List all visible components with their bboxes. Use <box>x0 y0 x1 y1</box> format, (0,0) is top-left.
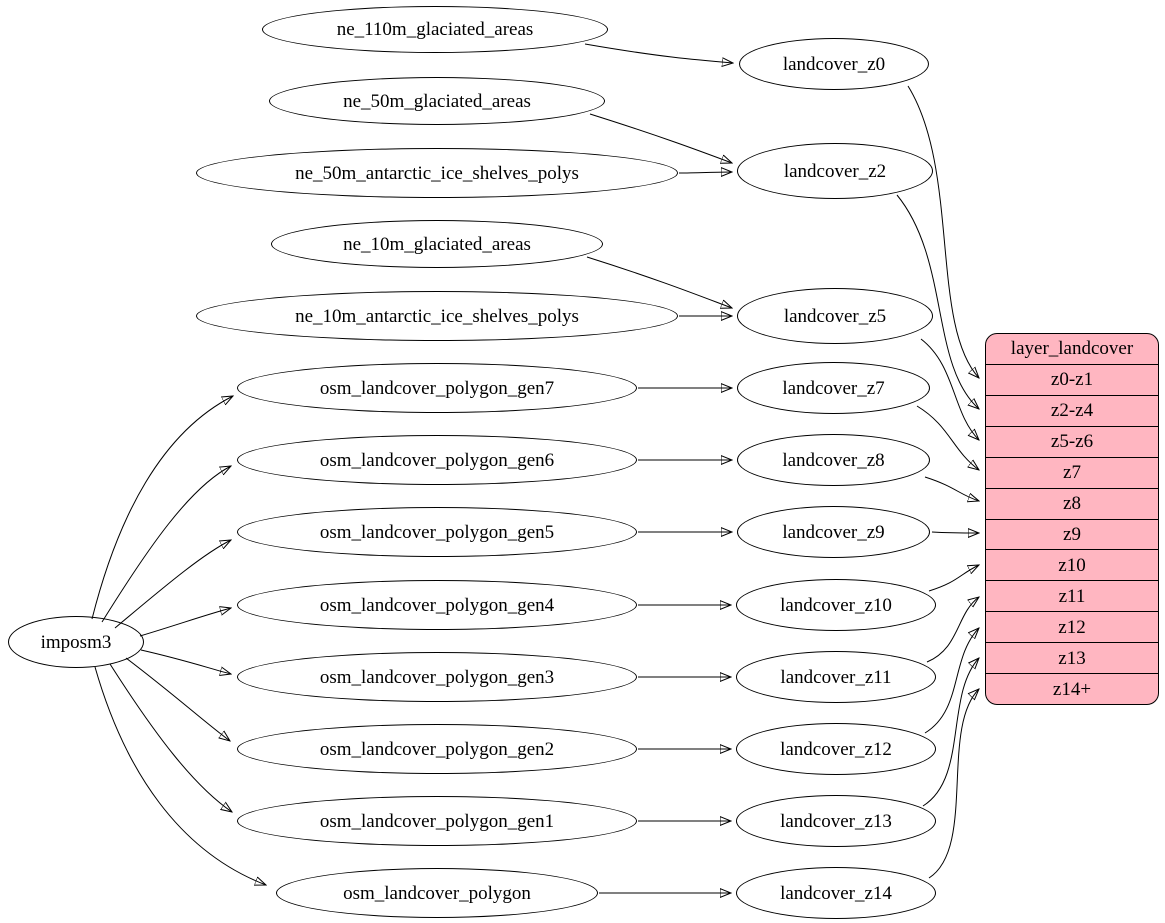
edge-imposm3-osm_landcover_polygon_gen4 <box>139 608 231 637</box>
node-osm_landcover_polygon_gen4: osm_landcover_polygon_gen4 <box>237 580 637 630</box>
record-row-z5-z6: z5-z6 <box>986 425 1158 457</box>
edge-landcover_z0-row-z0-z1 <box>907 85 979 378</box>
record-row-z11: z11 <box>986 580 1158 611</box>
edge-imposm3-osm_landcover_polygon_gen6 <box>101 466 231 623</box>
node-landcover_z8: landcover_z8 <box>737 434 930 486</box>
edge-imposm3-osm_landcover_polygon_gen7 <box>91 396 233 620</box>
edge-imposm3-osm_landcover_polygon <box>94 666 266 885</box>
node-osm_landcover_polygon_gen7: osm_landcover_polygon_gen7 <box>237 363 637 413</box>
node-layer_landcover-record: layer_landcover z0-z1 z2-z4 z5-z6 z7 z8 … <box>985 333 1159 705</box>
node-osm_landcover_polygon_gen6: osm_landcover_polygon_gen6 <box>237 435 637 485</box>
node-imposm3: imposm3 <box>8 616 144 668</box>
record-row-z14plus: z14+ <box>986 673 1158 704</box>
record-row-z10: z10 <box>986 549 1158 580</box>
record-row-z12: z12 <box>986 611 1158 642</box>
record-row-z7: z7 <box>986 456 1158 488</box>
node-landcover_z0: landcover_z0 <box>739 38 929 90</box>
node-osm_landcover_polygon: osm_landcover_polygon <box>276 868 598 918</box>
record-row-z0-z1: z0-z1 <box>986 363 1158 395</box>
node-landcover_z12: landcover_z12 <box>736 723 936 775</box>
record-title: layer_landcover <box>1010 338 1134 360</box>
edge-imposm3-osm_landcover_polygon_gen5 <box>114 540 231 629</box>
node-landcover_z2: landcover_z2 <box>737 143 933 199</box>
edge-landcover_z8-row-z8 <box>924 476 979 501</box>
node-landcover_z10: landcover_z10 <box>736 579 936 631</box>
record-row-z13: z13 <box>986 642 1158 673</box>
node-landcover_z5: landcover_z5 <box>737 288 933 344</box>
node-landcover_z14: landcover_z14 <box>736 867 936 919</box>
edge-imposm3-osm_landcover_polygon_gen2 <box>125 657 230 741</box>
edge-landcover_z10-row-z10 <box>928 565 979 592</box>
edge-imposm3-osm_landcover_polygon_gen3 <box>140 649 231 674</box>
node-ne_10m_antarctic_ice_shelves_polys: ne_10m_antarctic_ice_shelves_polys <box>196 291 678 341</box>
node-landcover_z9: landcover_z9 <box>737 506 930 558</box>
node-ne_10m_glaciated_areas: ne_10m_glaciated_areas <box>271 220 603 268</box>
edge-landcover_z9-row-z9 <box>931 532 979 533</box>
node-landcover_z11: landcover_z11 <box>736 651 936 703</box>
node-osm_landcover_polygon_gen5: osm_landcover_polygon_gen5 <box>237 507 637 557</box>
edge-ne_110m_glaciated_areas-landcover_z0 <box>584 43 733 63</box>
record-row-z9: z9 <box>986 518 1158 550</box>
node-osm_landcover_polygon_gen1: osm_landcover_polygon_gen1 <box>237 796 637 846</box>
edge-ne_50m_antarctic_ice_shelves_polys-landcover_z2 <box>678 172 732 173</box>
node-osm_landcover_polygon_gen2: osm_landcover_polygon_gen2 <box>237 724 637 774</box>
edge-imposm3-osm_landcover_polygon_gen1 <box>109 663 232 812</box>
node-landcover_z13: landcover_z13 <box>736 795 936 847</box>
record-row-z2-z4: z2-z4 <box>986 394 1158 426</box>
node-osm_landcover_polygon_gen3: osm_landcover_polygon_gen3 <box>237 652 637 702</box>
record-row-z8: z8 <box>986 487 1158 519</box>
node-ne_50m_antarctic_ice_shelves_polys: ne_50m_antarctic_ice_shelves_polys <box>196 148 678 198</box>
node-ne_110m_glaciated_areas: ne_110m_glaciated_areas <box>262 6 608 53</box>
node-ne_50m_glaciated_areas: ne_50m_glaciated_areas <box>269 77 605 125</box>
edge-landcover_z14-row-z14plus <box>928 689 979 879</box>
node-landcover_z7: landcover_z7 <box>737 362 930 414</box>
